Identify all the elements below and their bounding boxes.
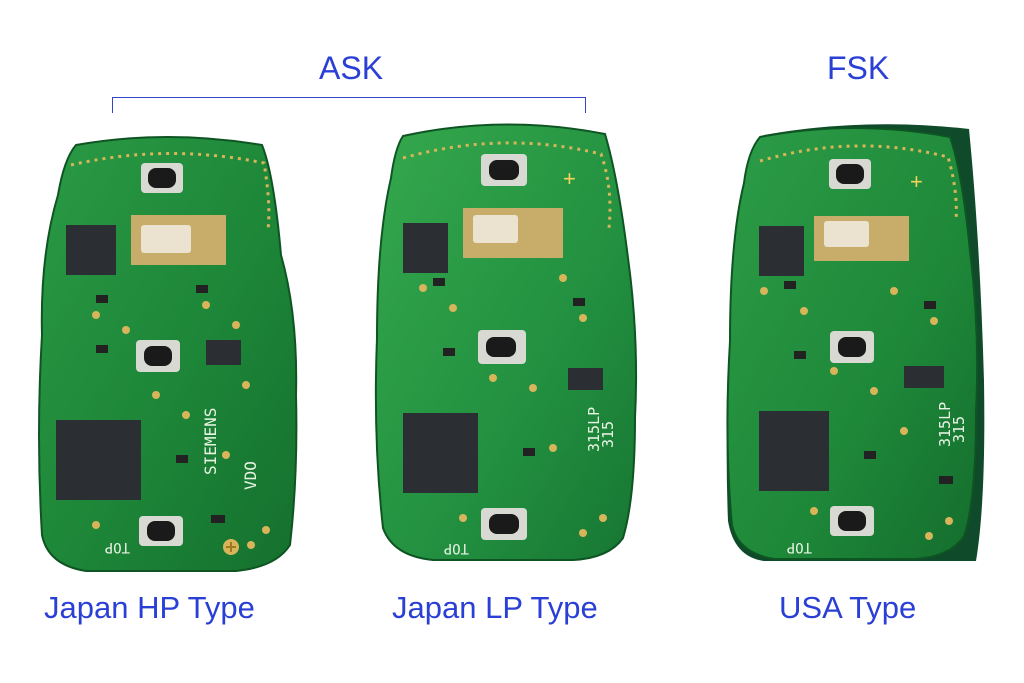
pcb-board-japan-lp: 315LP 315 TOP + (374, 123, 638, 561)
silk-sub-text: VDO (241, 461, 260, 490)
pcb-board-japan-hp: SIEMENS VDO TOP (38, 136, 298, 572)
ask-group-label: ASK (319, 50, 384, 86)
ask-group-bracket (112, 97, 586, 113)
caption-japan-lp: Japan LP Type (392, 590, 598, 625)
pcb-board-usa: 315LP 315 TOP + (726, 124, 985, 561)
silk-top-text: TOP (787, 539, 812, 555)
plus-marking: + (910, 169, 923, 194)
caption-usa: USA Type (779, 590, 917, 625)
fsk-group-label: FSK (827, 50, 890, 86)
silk-code-text: 315LP (936, 402, 954, 447)
silk-code-text: 315LP (585, 407, 603, 452)
silk-code2-text: 315 (950, 416, 968, 443)
silk-brand-text: SIEMENS (201, 408, 220, 475)
silk-code2-text: 315 (599, 421, 617, 448)
caption-japan-hp: Japan HP Type (44, 590, 255, 625)
silk-top-text: TOP (105, 539, 130, 555)
plus-marking: + (563, 166, 576, 191)
silk-top-text: TOP (444, 540, 469, 556)
